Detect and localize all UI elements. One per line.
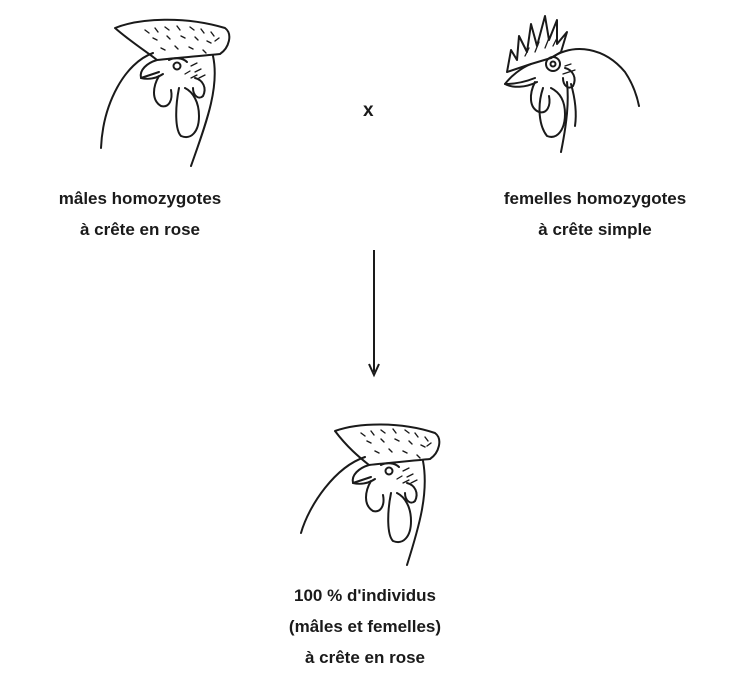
female-parent-caption: femelles homozygotes à crête simple — [445, 183, 745, 245]
female-caption-line1: femelles homozygotes — [445, 183, 745, 214]
rooster-head-rose-comb-icon — [95, 8, 245, 173]
male-caption-line2: à crête en rose — [0, 214, 280, 245]
offspring-caption-line2: (mâles et femelles) — [210, 611, 520, 642]
offspring-rooster-head-rose-comb-icon — [295, 415, 445, 580]
cross-symbol: x — [363, 100, 374, 122]
offspring-caption-line1: 100 % d'individus — [210, 580, 520, 611]
male-parent-caption: mâles homozygotes à crête en rose — [0, 183, 280, 245]
offspring-caption-line3: à crête en rose — [210, 642, 520, 673]
male-caption-line1: mâles homozygotes — [0, 183, 280, 214]
female-caption-line2: à crête simple — [445, 214, 745, 245]
offspring-caption: 100 % d'individus (mâles et femelles) à … — [210, 580, 520, 673]
hen-head-single-comb-icon — [485, 2, 645, 162]
down-arrow-icon — [362, 248, 386, 378]
